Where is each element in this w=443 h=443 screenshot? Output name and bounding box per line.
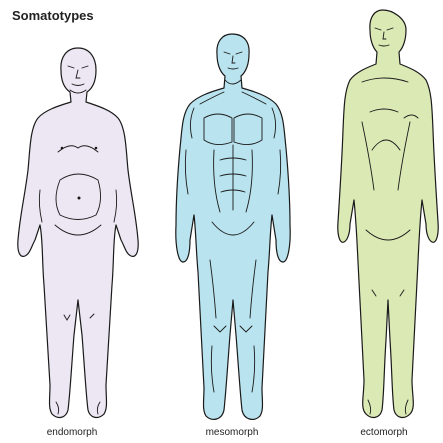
ectomorph-body [338, 10, 438, 417]
endomorph-body [18, 48, 138, 417]
endomorph-figure [18, 48, 138, 417]
endomorph-label: endomorph [22, 427, 122, 438]
mesomorph-label: mesomorph [182, 427, 282, 438]
mesomorph-figure [176, 34, 290, 419]
ectomorph-label: ectomorph [334, 427, 434, 438]
ectomorph-figure [338, 10, 438, 417]
mesomorph-body [176, 34, 290, 419]
